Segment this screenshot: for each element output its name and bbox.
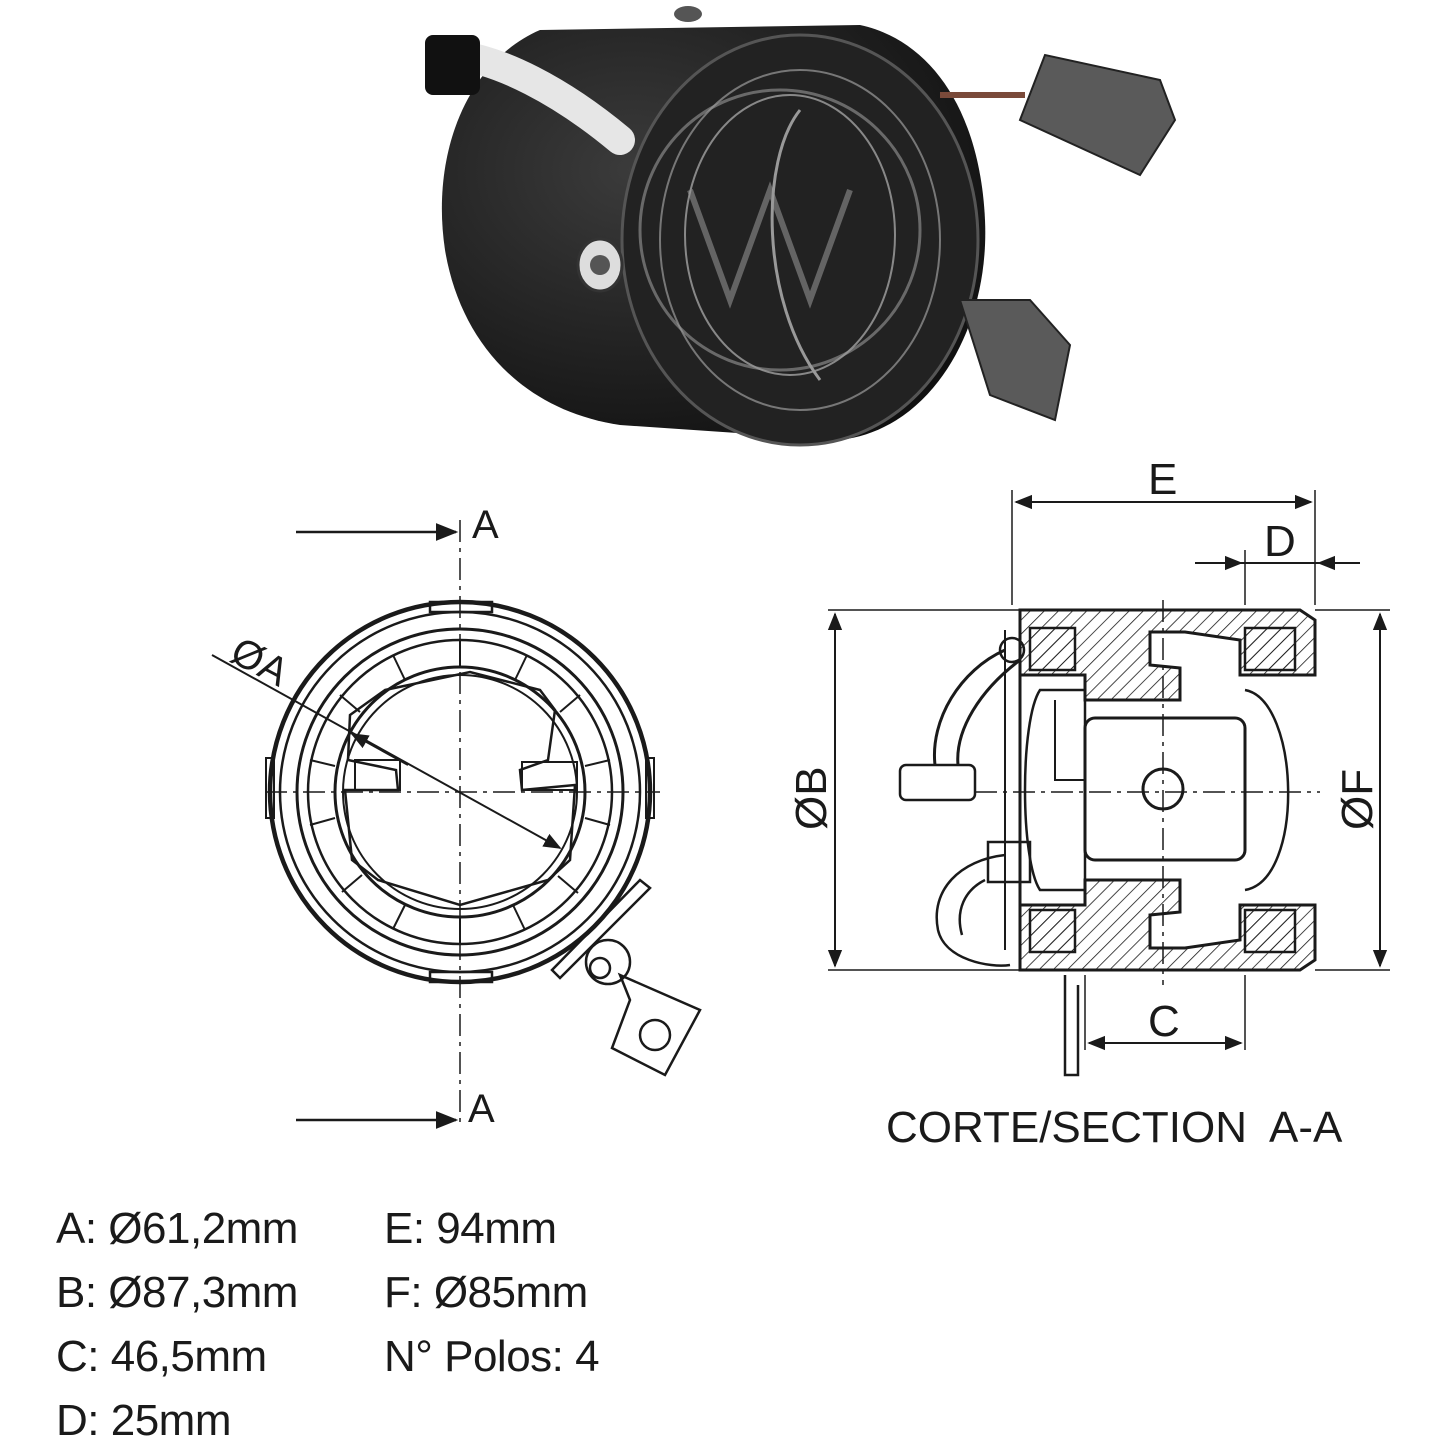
pole-shoe-top xyxy=(1018,53,1177,177)
centerlines xyxy=(265,520,660,1125)
spec-b: B: Ø87,3mm xyxy=(56,1268,298,1317)
dimension-label-a: ØA xyxy=(224,629,296,695)
watermark-logo xyxy=(638,88,922,372)
dimension-label-d: D xyxy=(1264,517,1296,566)
section-caption: CORTE/SECTION A-A xyxy=(886,1103,1343,1152)
pole-shoe xyxy=(1083,716,1247,862)
spec-c: C: 46,5mm xyxy=(56,1332,267,1381)
spec-list-right: E: 94mm F: Ø85mm N° Polos: 4 xyxy=(384,1197,600,1389)
dimension-label-b: ØB xyxy=(787,766,836,830)
dimension-label-c: C xyxy=(1148,997,1180,1046)
spec-e: E: 94mm xyxy=(384,1204,557,1253)
spec-poles: N° Polos: 4 xyxy=(384,1332,600,1381)
dimension-label-e: E xyxy=(1148,455,1177,504)
dimension-label-f: ØF xyxy=(1333,769,1382,830)
housing-wall-top xyxy=(1018,608,1317,702)
section-label-top: A xyxy=(472,503,499,547)
spec-f: F: Ø85mm xyxy=(384,1268,588,1317)
product-photo xyxy=(425,6,1177,447)
terminal-lug xyxy=(610,972,702,1077)
brush-terminal xyxy=(898,763,977,802)
spec-a: A: Ø61,2mm xyxy=(56,1204,298,1253)
section-view xyxy=(827,490,1390,1077)
pole-shoe-bottom xyxy=(958,299,1072,422)
spec-list-left: A: Ø61,2mm B: Ø87,3mm C: 46,5mm D: 25mm xyxy=(56,1197,298,1445)
body-front-face xyxy=(620,33,980,447)
dimension-line-a xyxy=(211,654,562,849)
front-view xyxy=(211,520,702,1129)
housing-wall-bottom xyxy=(1018,878,1317,972)
section-label-bottom: A xyxy=(468,1087,495,1131)
spec-d: D: 25mm xyxy=(56,1396,231,1445)
